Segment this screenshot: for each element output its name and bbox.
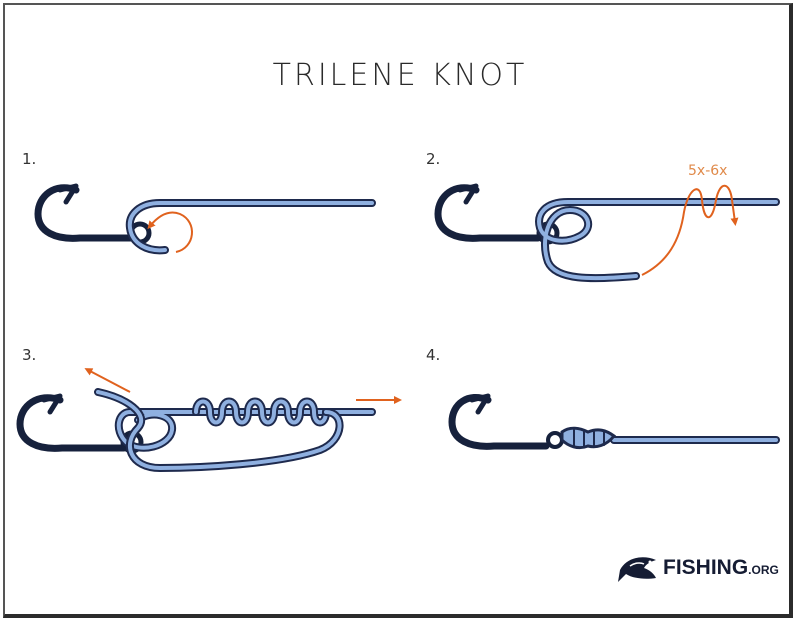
step-3-line	[94, 388, 376, 472]
step-1-number: 1.	[22, 150, 37, 168]
page-frame	[3, 3, 793, 618]
step-3-tag-end-arrow	[84, 368, 131, 393]
step-1-arrow	[147, 211, 193, 253]
step-1-line	[125, 199, 376, 255]
brand-name: FISHING.ORG	[663, 556, 779, 579]
step-2-illustration: 5x-6x	[434, 163, 780, 283]
fish-logo-icon	[618, 557, 656, 582]
step-3-illustration	[16, 368, 402, 472]
step-3-number: 3.	[22, 346, 37, 364]
step-1-illustration	[34, 183, 376, 255]
step-4-illustration	[448, 393, 780, 450]
step-2-twist-count: 5x-6x	[688, 163, 727, 179]
step-2-number: 2.	[426, 150, 441, 168]
brand-logo: FISHING.ORG	[616, 548, 786, 588]
page-title: TRILENE KNOT	[272, 58, 528, 93]
step-2-twist-arrow	[641, 184, 739, 276]
step-4-hook-icon	[448, 393, 564, 450]
step-4-line	[560, 426, 780, 450]
step-2-line	[535, 198, 780, 283]
step-4-number: 4.	[426, 346, 441, 364]
